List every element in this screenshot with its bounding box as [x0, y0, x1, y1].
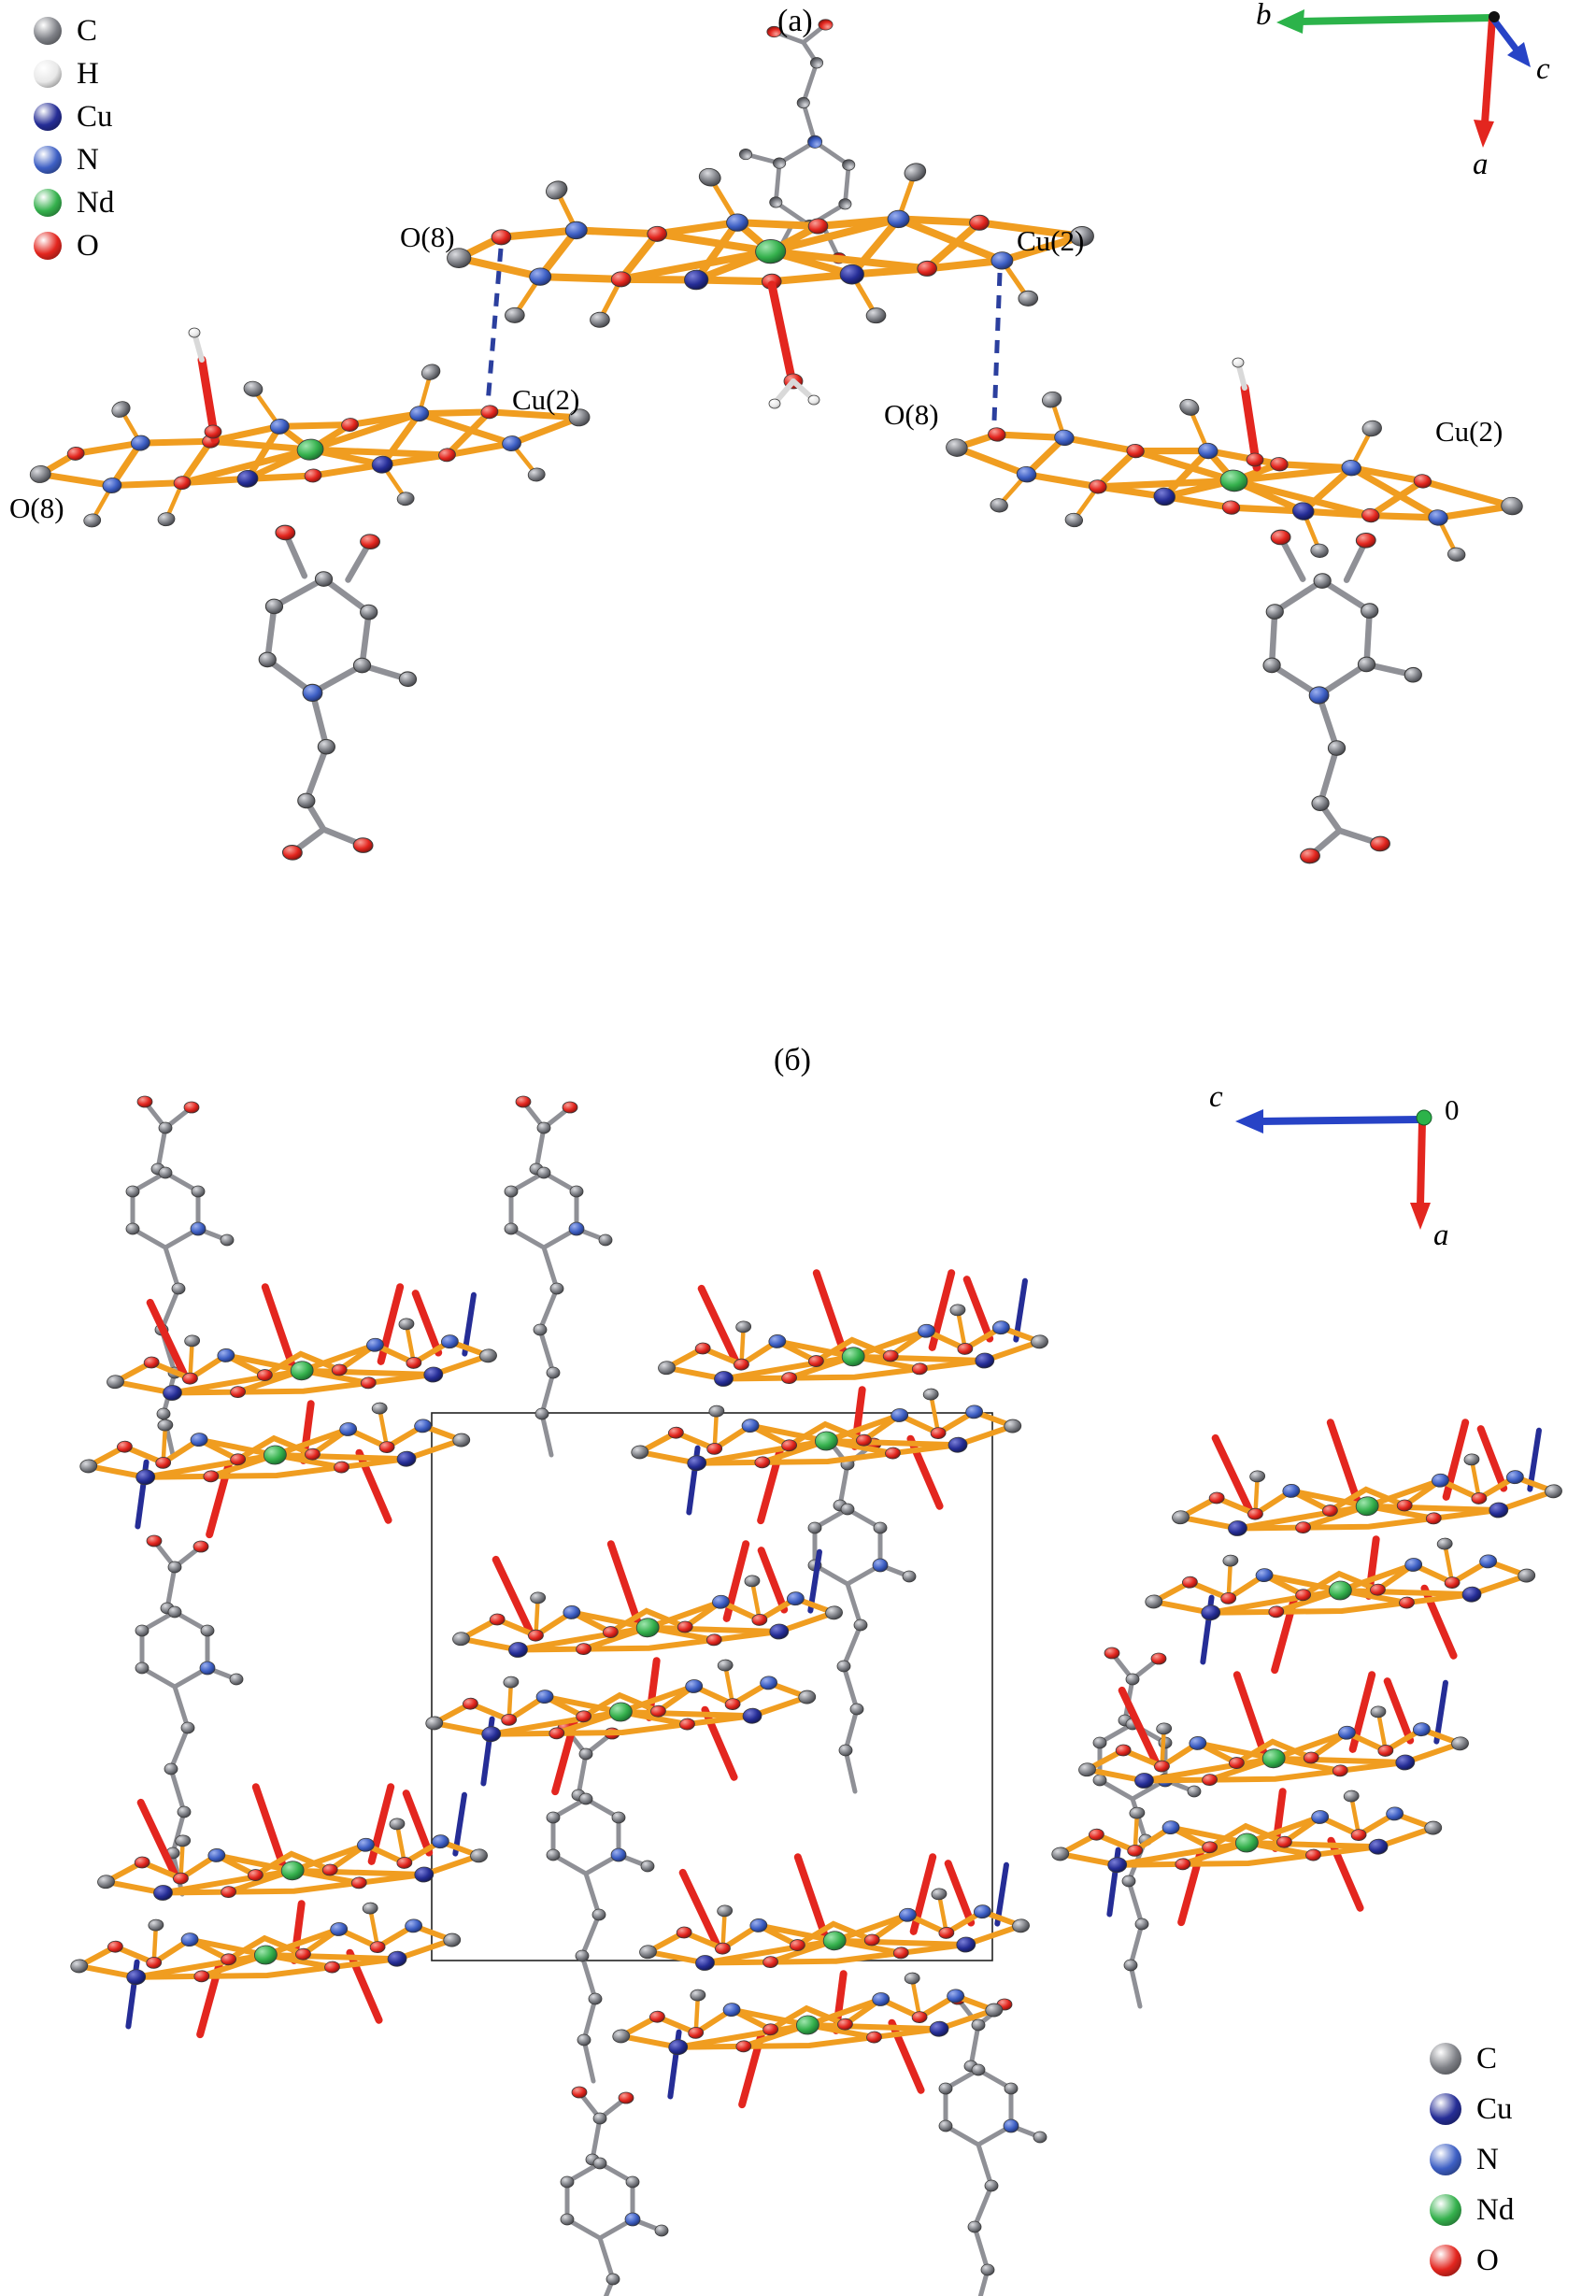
atom-sphere-nd-icon [34, 189, 62, 217]
origin-label-panel-b: 0 [1445, 1093, 1460, 1126]
legend-label-cu: Cu [77, 99, 113, 134]
label-o8-right: O(8) [884, 398, 939, 431]
axes-panel-b [1235, 1109, 1432, 1230]
molecule-core-center [444, 153, 1096, 338]
legend-item-cu: Cu [34, 95, 114, 138]
atom-sphere-nd-icon [1430, 2194, 1461, 2226]
legend-item-c: C [1430, 2033, 1514, 2084]
ligand-chain-2 [505, 1096, 612, 1455]
legend-label-c: C [1476, 2041, 1498, 2075]
label-o8-center: O(8) [400, 221, 455, 253]
label-cu2-right: Cu(2) [1435, 415, 1503, 448]
atom-sphere-o-icon [34, 232, 62, 260]
axes-panel-a [1276, 9, 1531, 148]
ligand-chain-8 [939, 1993, 1047, 2296]
legend-panel-a: C H Cu N Nd O [34, 9, 114, 267]
legend-label-n: N [1476, 2142, 1499, 2176]
axis-b-label-panel-a: b [1256, 0, 1272, 32]
atom-sphere-c-icon [34, 17, 62, 45]
atom-sphere-cu-icon [1430, 2093, 1461, 2125]
atom-sphere-h-icon [34, 60, 62, 88]
legend-item-n: N [34, 138, 114, 181]
legend-label-h: H [77, 56, 99, 91]
legend-item-nd: Nd [34, 181, 114, 224]
label-cu2-center: Cu(2) [1017, 224, 1085, 257]
pack-cluster-6 [59, 1771, 498, 2043]
label-o8-left: O(8) [9, 492, 64, 524]
legend-label-cu: Cu [1476, 2091, 1513, 2126]
aqua-ligand-center [767, 280, 820, 409]
legend-label-n: N [77, 142, 99, 177]
atom-sphere-cu-icon [34, 103, 62, 131]
panel-a-structures [22, 9, 1531, 864]
label-cu2-left: Cu(2) [512, 383, 580, 416]
molecule-core-left [22, 345, 597, 544]
atom-sphere-o-icon [1430, 2245, 1461, 2276]
legend-item-nd: Nd [1430, 2185, 1514, 2235]
pendant-ligand-right [1259, 525, 1428, 864]
legend-item-o: O [34, 224, 114, 267]
legend-label-o: O [77, 228, 99, 263]
legend-item-cu: Cu [1430, 2084, 1514, 2134]
legend-item-o: O [1430, 2235, 1514, 2286]
apical-oh-right [1232, 357, 1264, 472]
axis-c-label-panel-b: c [1209, 1080, 1223, 1114]
pack-cluster-2 [620, 1257, 1059, 1529]
ligand-chain-1 [126, 1096, 234, 1455]
pack-cluster-3 [1133, 1406, 1573, 1678]
origin-dot-panel-b [1416, 1109, 1432, 1126]
legend-label-nd: Nd [77, 185, 115, 220]
ligand-chain-7 [561, 2087, 668, 2296]
ligand-chain-6 [1093, 1647, 1201, 2006]
axis-c-label-panel-a: c [1536, 52, 1550, 86]
atom-sphere-n-icon [1430, 2144, 1461, 2175]
panel-b-label: (б) [774, 1043, 811, 1077]
legend-panel-b: C Cu N Nd O [1430, 2033, 1514, 2286]
legend-item-c: C [34, 9, 114, 52]
legend-label-c: C [77, 13, 98, 48]
pack-cluster-1 [68, 1271, 507, 1543]
pack-cluster-4 [414, 1528, 853, 1800]
panel-b-structures [59, 1096, 1573, 2296]
atom-sphere-n-icon [34, 146, 62, 174]
legend-label-o: O [1476, 2243, 1499, 2277]
legend-item-h: H [34, 52, 114, 95]
legend-label-nd: Nd [1476, 2192, 1515, 2227]
origin-dot-panel-a [1489, 11, 1500, 22]
molecule-core-right [939, 373, 1531, 578]
pack-cluster-5 [1040, 1659, 1479, 1931]
pendant-ligand-left [252, 524, 421, 863]
axis-a-label-panel-a: a [1473, 148, 1489, 181]
atom-sphere-c-icon [1430, 2043, 1461, 2075]
panel-a-label: (а) [777, 4, 813, 38]
axis-a-label-panel-b: a [1433, 1219, 1449, 1252]
apical-oh-left [188, 327, 222, 444]
legend-item-n: N [1430, 2134, 1514, 2185]
hydrogen-bond-lines [485, 248, 1003, 421]
